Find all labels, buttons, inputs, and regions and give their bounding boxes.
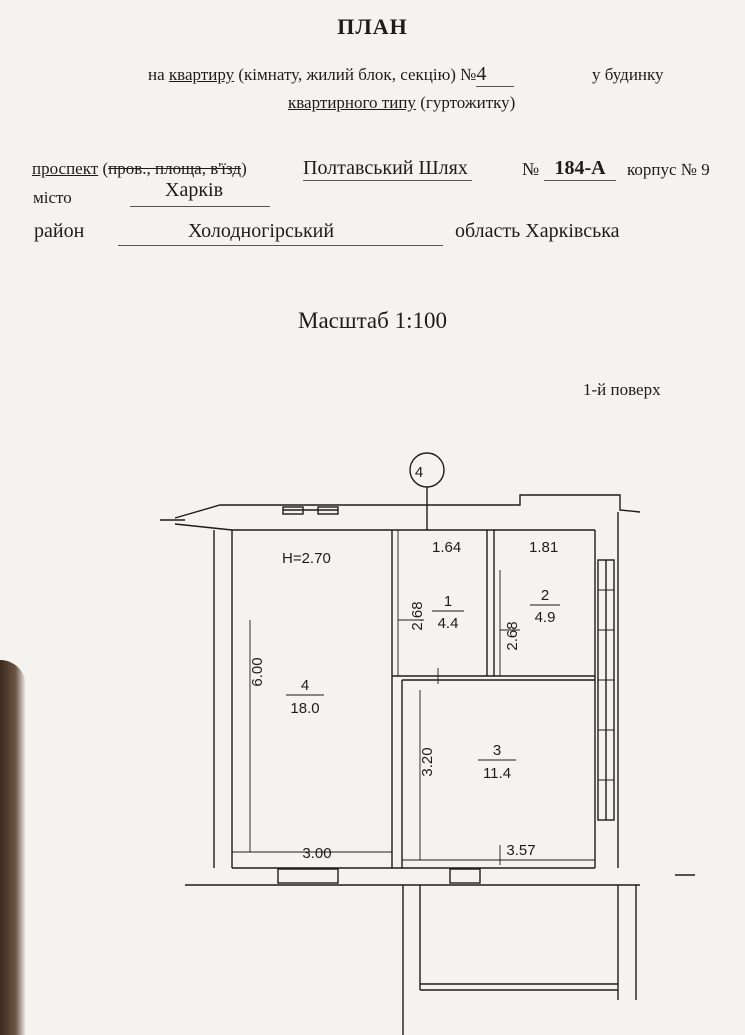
street-paren-open: ( xyxy=(98,159,109,178)
dim-room1-depth: 2.68 xyxy=(409,601,426,630)
region-label: область xyxy=(455,220,521,242)
header-line-1: на квартиру (кімнату, жилий блок, секцію… xyxy=(148,63,515,87)
bottom-window-right xyxy=(449,868,481,884)
ceiling-height: H=2.70 xyxy=(282,550,331,567)
room-3-number: 3 xyxy=(493,742,501,759)
scale-label: Масштаб 1:100 xyxy=(298,308,447,333)
street-name: Полтавський Шлях xyxy=(303,157,472,181)
header-line-2: квартирного типу (гуртожитку) xyxy=(288,93,515,113)
document-title: ПЛАН xyxy=(337,14,408,39)
room-1-area: 4.4 xyxy=(438,615,459,632)
dim-room4-depth: 6.00 xyxy=(249,657,266,686)
room-2-area: 4.9 xyxy=(535,609,556,626)
street-type: проспект xyxy=(32,159,99,178)
line2-rest: (гуртожитку) xyxy=(415,93,516,112)
dim-room2-depth: 2.68 xyxy=(504,621,521,650)
line1-middle: (кімнату, жилий блок, секцію) № xyxy=(234,65,477,84)
city-value: Харків xyxy=(165,179,224,201)
line1-apartment: квартиру xyxy=(168,65,235,84)
street-type-struck: пров., площа, в'їзд xyxy=(108,159,242,178)
room-1-number: 1 xyxy=(444,593,452,610)
region-value: Харківська xyxy=(525,220,620,242)
flat-number: 4 xyxy=(476,63,515,87)
house-number: 184-А xyxy=(544,157,616,181)
street-paren-close: ) xyxy=(241,159,247,178)
right-window-mullions xyxy=(598,589,614,781)
city-underline xyxy=(130,206,270,207)
dim-room4-width: 3.00 xyxy=(302,845,331,862)
city-label: місто xyxy=(33,188,72,207)
axis-label: 4 xyxy=(415,464,423,481)
dimension-lines xyxy=(232,530,595,865)
room-2-number: 2 xyxy=(541,587,549,604)
page-edge-shadow xyxy=(0,660,26,1035)
top-wall-outer xyxy=(174,494,641,519)
bottom-window-left xyxy=(277,868,339,884)
floor-label: 1-й поверх xyxy=(583,380,661,399)
room-4-number: 4 xyxy=(301,677,309,694)
building-label: корпус № 9 xyxy=(627,160,710,179)
dim-room2-width: 1.81 xyxy=(529,539,558,556)
district-value: Холодногірський xyxy=(188,220,335,242)
dim-room1-width: 1.64 xyxy=(432,539,461,556)
district-label: район xyxy=(34,220,85,242)
district-underline xyxy=(118,245,443,246)
street-type-field: проспект (пров., площа, в'їзд) xyxy=(32,159,247,179)
house-number-label: № xyxy=(522,159,540,179)
room-4-area: 18.0 xyxy=(290,700,319,717)
room-3-area: 11.4 xyxy=(483,765,511,782)
top-wall-inner xyxy=(174,523,595,531)
line1-end: у будинку xyxy=(592,65,664,84)
region-field: область Харківська xyxy=(455,220,620,243)
line1-prefix: на xyxy=(148,65,169,84)
dim-room3-width: 3.57 xyxy=(506,842,535,859)
dim-room3-depth: 3.20 xyxy=(419,747,436,776)
line2-type: квартирного типу xyxy=(288,93,416,112)
